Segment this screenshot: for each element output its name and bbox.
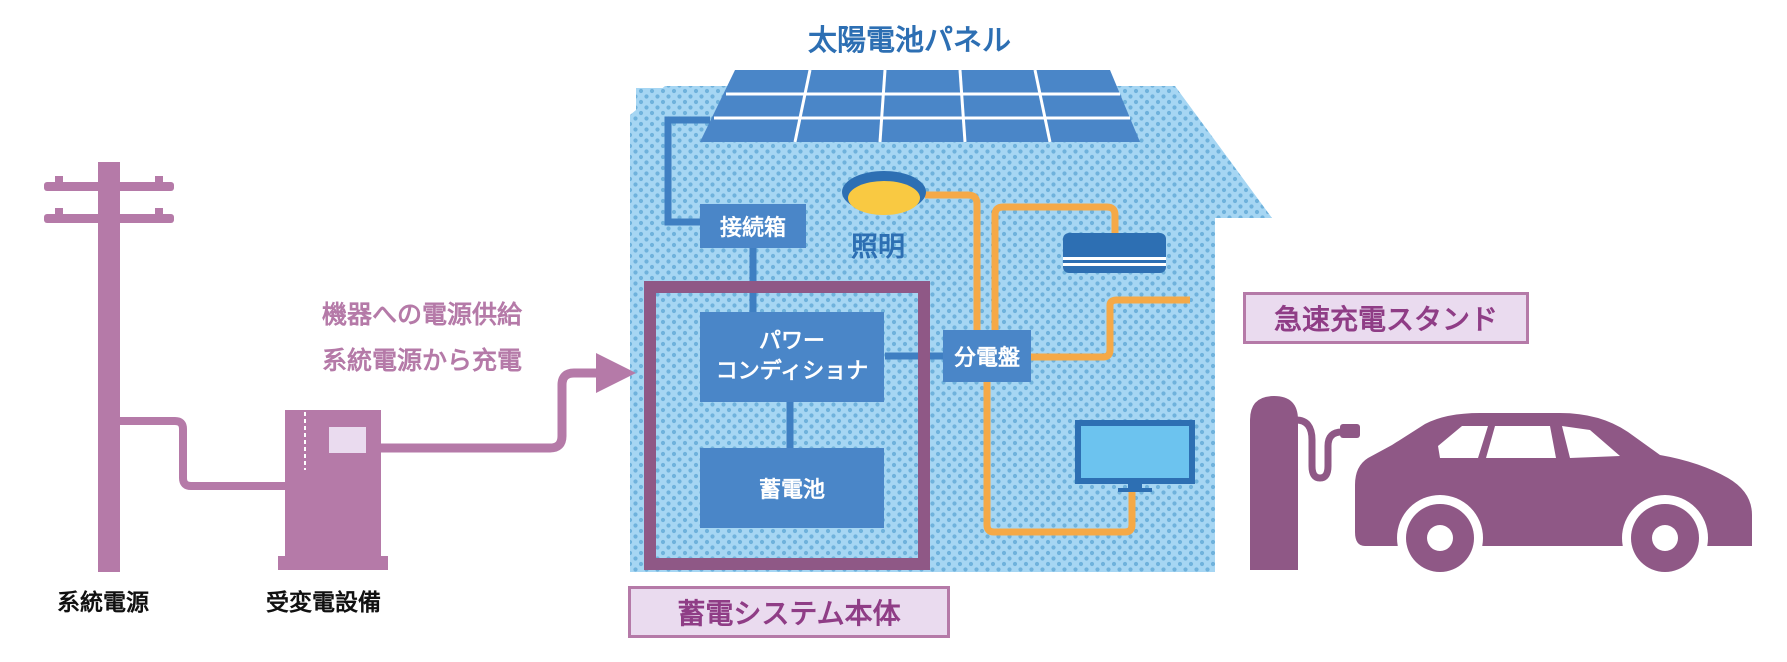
battery-box: 蓄電池: [700, 448, 884, 528]
air-conditioner-icon: [1063, 233, 1166, 273]
wire-pole-to-substation: [120, 417, 290, 490]
utility-pole-icon: [44, 162, 174, 572]
power-conditioner: パワー コンディショナ: [700, 312, 884, 402]
solar-panel-title: 太陽電池パネル: [808, 23, 1012, 57]
lighting-label: 照明: [851, 232, 905, 263]
power-conditioner-label-line1: パワー: [758, 329, 825, 355]
solar-panel: [700, 69, 1140, 143]
ev-charger-icon: [1250, 396, 1360, 570]
supply-arrow: [381, 368, 600, 453]
wire-panel-to-junction: [664, 116, 710, 226]
distribution-board-label: 分電盤: [953, 346, 1020, 371]
storage-system-label: 蓄電システム本体: [677, 597, 901, 630]
ceiling-light-icon: [842, 171, 926, 215]
junction-box: 接続箱: [700, 204, 806, 248]
storage-system-tag: 蓄電システム本体: [628, 586, 950, 638]
power-conditioner-label-line2: コンディショナ: [715, 359, 869, 384]
storage-system-frame: [644, 281, 930, 570]
fast-charging-label: 急速充電スタンド: [1273, 303, 1498, 336]
distribution-board: 分電盤: [943, 330, 1031, 382]
junction-box-label: 接続箱: [719, 216, 786, 241]
substation-label: 受変電設備: [266, 590, 381, 616]
substation-equipment-icon: [278, 410, 388, 570]
supply-arrowhead: [596, 353, 636, 393]
electric-car-icon: [1355, 413, 1752, 581]
battery-label: 蓄電池: [758, 478, 825, 503]
television-icon: [1075, 420, 1195, 492]
fast-charging-tag: 急速充電スタンド: [1243, 292, 1529, 344]
grid-power-label: 系統電源: [57, 590, 149, 616]
orange-wires: [925, 191, 1190, 536]
supply-label-line1: 機器への電源供給: [322, 300, 523, 329]
supply-label-line2: 系統電源から充電: [322, 346, 523, 375]
